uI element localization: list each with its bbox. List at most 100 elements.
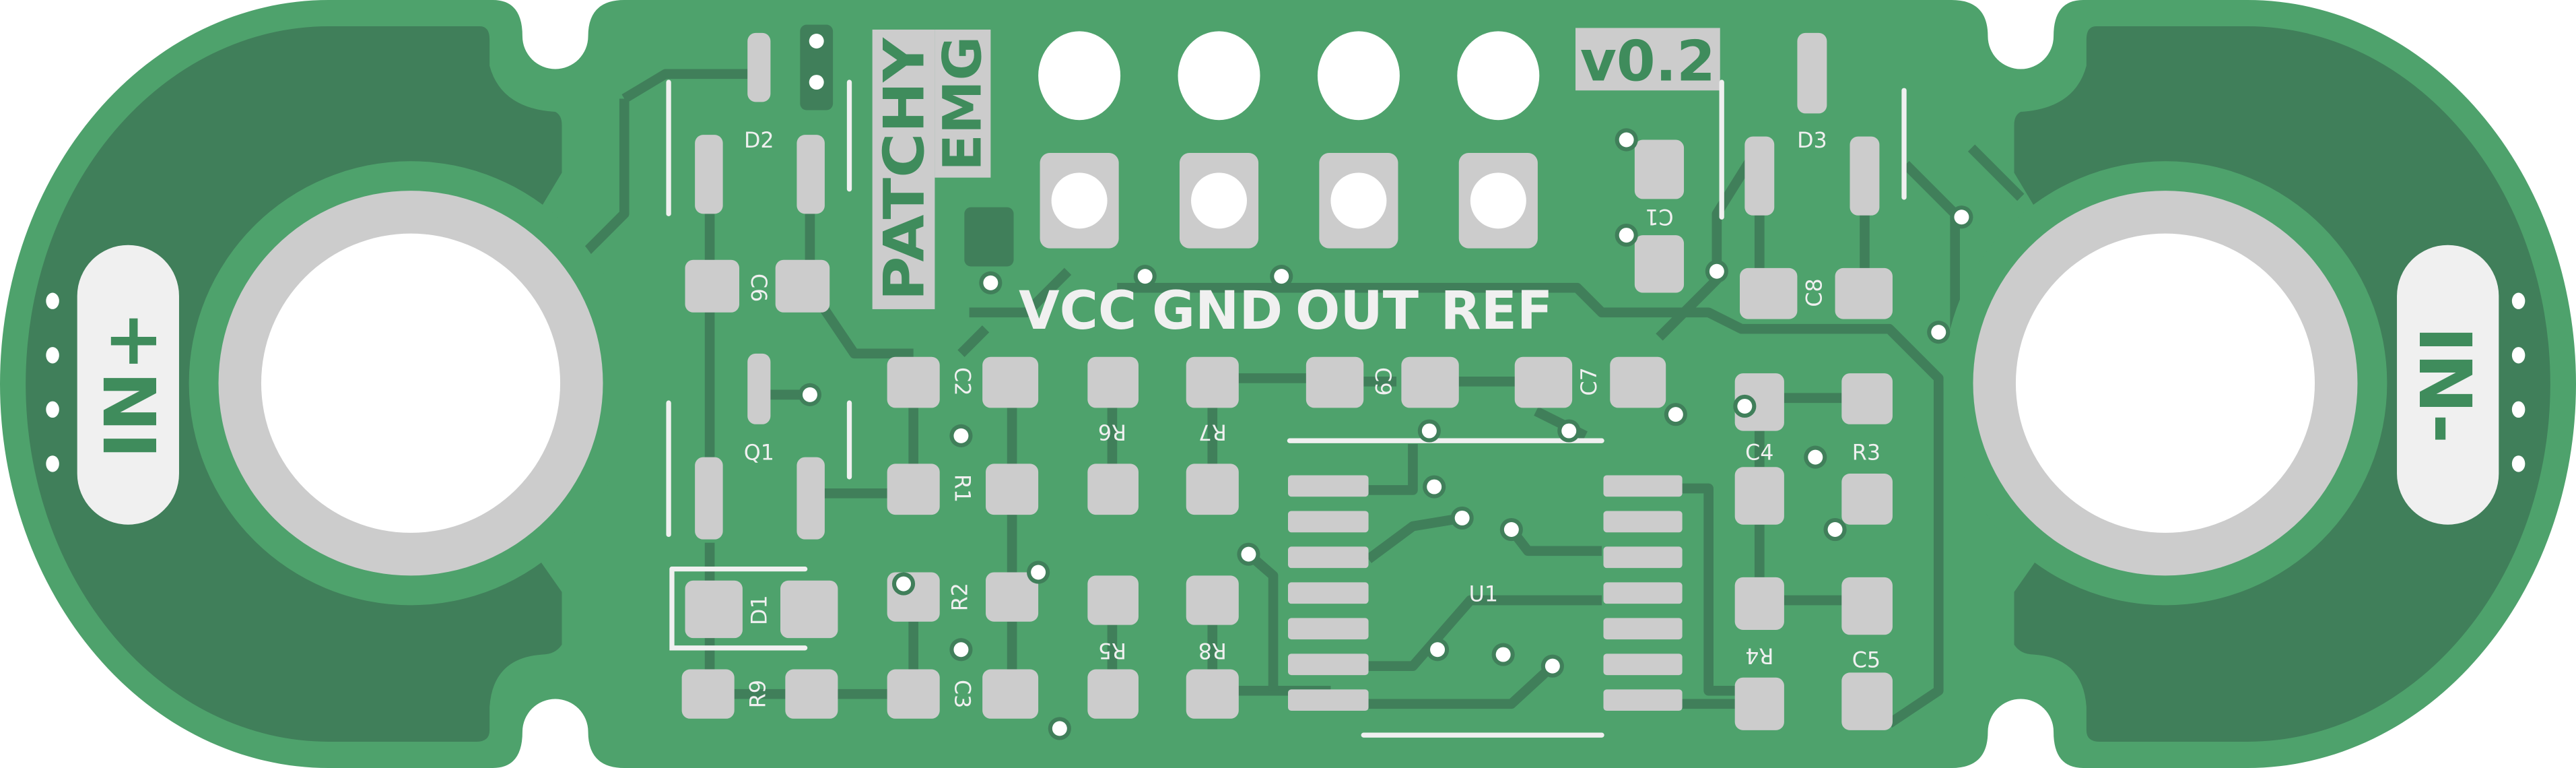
u1-pin <box>1288 511 1369 533</box>
component-r1 <box>887 463 1039 515</box>
via-hole <box>1827 522 1843 538</box>
via-hole <box>1503 522 1519 538</box>
via-hole <box>1619 132 1634 148</box>
component-r4 <box>1734 577 1784 730</box>
via-hole <box>802 387 817 402</box>
via-hole <box>1737 398 1753 414</box>
ref-c2: C2 <box>949 367 974 395</box>
edge-via-right <box>2511 401 2526 418</box>
trace <box>621 69 748 103</box>
pad <box>1186 575 1239 625</box>
u1-pin <box>1288 546 1369 569</box>
pad <box>747 353 771 424</box>
via-hole <box>1421 423 1437 439</box>
u1-pin <box>1288 618 1369 640</box>
pad <box>695 135 723 214</box>
edge-vias <box>46 292 2526 472</box>
component-r6 <box>1087 356 1139 515</box>
ref-u1: U1 <box>1469 583 1498 607</box>
via-hole <box>1031 565 1046 580</box>
label-vcc: VCC <box>1019 281 1137 342</box>
pad <box>887 356 940 408</box>
pad <box>1186 669 1239 719</box>
trace <box>969 267 1072 318</box>
via-hole <box>1561 423 1577 439</box>
pad <box>1734 577 1784 630</box>
label-gnd: GND <box>1152 281 1283 342</box>
silkscreen-lines <box>666 79 1907 738</box>
ref-r6: R6 <box>1098 420 1126 444</box>
edge-via-right <box>2511 292 2526 309</box>
pad <box>775 259 830 313</box>
u1-pin <box>1288 582 1369 604</box>
pad <box>1734 677 1784 730</box>
pad <box>1087 575 1139 625</box>
pad <box>685 259 740 313</box>
ref-r7: R7 <box>1198 420 1227 444</box>
component-c6 <box>685 259 830 313</box>
pad <box>1634 139 1685 199</box>
pad <box>780 580 838 639</box>
left-electrode <box>189 161 633 606</box>
pad <box>1841 373 1893 424</box>
via-hole <box>953 642 969 658</box>
trace <box>957 325 990 358</box>
pad <box>887 463 940 515</box>
logo-patchy: PATCHY <box>871 37 937 301</box>
ref-r4: R4 <box>1745 643 1773 668</box>
pad <box>1850 136 1880 216</box>
via-hole <box>1709 263 1724 279</box>
right-electrode <box>1943 161 2387 606</box>
trace <box>805 214 914 359</box>
pad <box>1841 672 1893 730</box>
component-r7 <box>1186 356 1239 515</box>
component-r9 <box>681 669 838 719</box>
component-u1 <box>1288 475 1683 711</box>
u1-pin <box>1288 689 1369 711</box>
pad <box>1835 267 1893 319</box>
pad <box>796 135 825 214</box>
trace <box>1679 483 1735 696</box>
via-hole <box>809 75 824 90</box>
component-r5 <box>1087 575 1139 719</box>
component-d1 <box>685 580 838 639</box>
in-plus-label: IN+ <box>77 245 179 525</box>
in-minus-text: IN- <box>2402 326 2486 443</box>
ref-c6: C6 <box>746 274 770 302</box>
pin-header <box>1038 31 1540 249</box>
edge-via-left <box>46 455 59 472</box>
via-hole <box>1274 269 1289 284</box>
pad <box>681 669 735 719</box>
ref-r1: R1 <box>949 474 974 503</box>
pad <box>1186 463 1239 515</box>
pad <box>785 669 838 719</box>
pad <box>1306 356 1364 408</box>
via-hole <box>1619 228 1634 243</box>
via-hole <box>809 34 824 49</box>
trace <box>1365 513 1463 563</box>
via-hole <box>1931 325 1946 340</box>
trace <box>1368 595 1602 671</box>
component-pads <box>681 32 1893 730</box>
edge-via-right <box>2511 455 2526 472</box>
ref-r8: R8 <box>1198 638 1227 662</box>
component-d2 <box>695 32 825 214</box>
component-c1 <box>1634 139 1685 293</box>
logo: PATCHY EMG <box>871 29 994 309</box>
header-pad-hole <box>1051 172 1108 229</box>
ref-d2: D2 <box>744 129 774 153</box>
vias <box>798 29 1973 740</box>
via-hole <box>1427 479 1442 494</box>
via-hole <box>1052 721 1067 736</box>
pad <box>986 572 1039 622</box>
pad <box>1186 356 1239 408</box>
header-hole-top <box>1317 31 1400 121</box>
label-ref: REF <box>1441 281 1553 342</box>
u1-pin <box>1288 475 1369 497</box>
ref-c1: C1 <box>1645 204 1673 228</box>
via-hole <box>896 576 912 591</box>
component-c7 <box>1514 356 1666 408</box>
u1-pin <box>1603 618 1683 640</box>
pad <box>986 463 1039 515</box>
